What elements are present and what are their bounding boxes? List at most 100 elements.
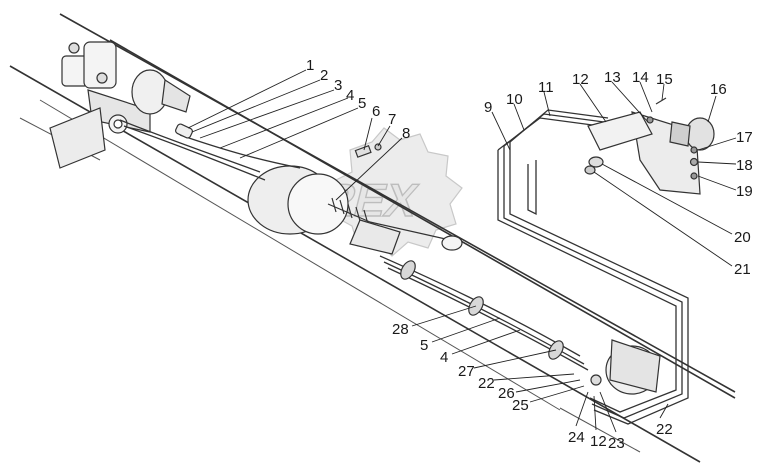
leader-20 — [601, 163, 733, 235]
screw-13 — [646, 116, 654, 124]
front-brake-chamber — [131, 69, 191, 115]
callout-labels: 1 2 3 4 5 6 7 8 9 10 11 12 13 14 15 16 1… — [306, 57, 753, 452]
pipe-return — [527, 160, 537, 216]
nut-18 — [689, 157, 699, 167]
callout-18: 18 — [736, 157, 753, 174]
callout-17: 17 — [736, 129, 753, 146]
valve-port — [96, 72, 108, 84]
leader-23 — [599, 391, 617, 433]
callout-9: 9 — [484, 99, 492, 116]
leader-6 — [363, 117, 373, 151]
fitting-20 — [588, 156, 604, 168]
bolt-6 — [354, 145, 372, 158]
bolt-nut — [354, 143, 382, 158]
callout-26: 26 — [498, 385, 515, 402]
callout-11: 11 — [538, 79, 554, 96]
clamp-28 — [400, 260, 416, 280]
frame-rail-upper-outer — [59, 13, 736, 393]
leader-9 — [491, 111, 511, 151]
callout-28: 28 — [392, 321, 409, 338]
leader-3 — [199, 89, 335, 139]
leader-26 — [515, 379, 581, 393]
leader-22 — [493, 373, 575, 381]
callout-5b: 5 — [420, 337, 428, 354]
leader-13 — [611, 81, 649, 123]
callout-4: 4 — [346, 87, 354, 104]
callout-19: 19 — [736, 183, 753, 200]
callout-13: 13 — [604, 69, 621, 86]
leader-12 — [579, 83, 607, 123]
callout-23: 23 — [608, 435, 625, 452]
axle-tube — [49, 107, 106, 169]
washer-17 — [690, 146, 698, 154]
hose-front-b — [123, 125, 266, 181]
pipe-10 — [509, 142, 689, 425]
leader-24 — [575, 391, 589, 427]
push-rod — [369, 221, 451, 241]
leader-14 — [639, 81, 653, 113]
leader-18 — [697, 161, 737, 165]
leader-5 — [239, 107, 359, 159]
callout-16: 16 — [710, 81, 727, 98]
callout-25: 25 — [512, 397, 529, 414]
callout-3: 3 — [334, 77, 342, 94]
leader-12b — [593, 395, 597, 431]
valve-body-right — [83, 41, 117, 89]
callout-12: 12 — [572, 71, 589, 88]
bracket-hole — [113, 119, 123, 129]
leader-27 — [473, 349, 557, 369]
frame-rail-lower-inner — [39, 99, 561, 411]
hose-rear-a — [379, 255, 581, 357]
bellows-ribs — [331, 197, 369, 225]
leader-22b — [659, 403, 669, 419]
leader-16 — [707, 95, 717, 123]
pipe-9-top — [497, 117, 601, 151]
frame-rail-lower-outer — [9, 65, 701, 463]
chamber-bracket — [349, 219, 401, 255]
leader-2 — [191, 79, 321, 133]
callout-1: 1 — [306, 57, 314, 74]
control-knob — [685, 117, 715, 151]
callout-22b: 22 — [656, 421, 673, 438]
callout-24: 24 — [568, 429, 585, 446]
callout-27: 27 — [458, 363, 475, 380]
fitting-23 — [590, 374, 602, 386]
screw-15 — [655, 97, 667, 105]
pipe-10-top — [503, 113, 605, 147]
callout-12b: 12 — [590, 433, 607, 450]
valve-housing — [587, 111, 653, 151]
hose-front-a — [119, 119, 261, 173]
leader-7 — [377, 125, 391, 147]
callout-21: 21 — [734, 261, 751, 278]
callout-8: 8 — [402, 125, 410, 142]
clevis — [441, 235, 463, 251]
leader-11 — [543, 91, 551, 117]
valve-fitting — [68, 42, 80, 54]
fitting-21 — [584, 165, 596, 175]
pipe-9-a — [497, 150, 677, 413]
brake-hoses — [119, 119, 589, 371]
leader-15 — [661, 83, 665, 101]
rear-rail-edge — [559, 407, 641, 453]
leader-4 — [219, 97, 349, 149]
callout-20: 20 — [734, 229, 751, 246]
routed-pipes — [497, 109, 689, 425]
clip-1 — [175, 123, 193, 139]
leader-lines — [187, 69, 737, 433]
bolt-19 — [690, 172, 698, 180]
callout-15: 15 — [656, 71, 673, 88]
hose-front-c — [179, 134, 301, 169]
front-chamber-body — [131, 69, 169, 115]
callout-4b: 4 — [440, 349, 448, 366]
brake-chamber-main — [247, 165, 463, 255]
callout-2: 2 — [320, 67, 328, 84]
brake-valve-assembly — [49, 41, 151, 169]
callout-6: 6 — [372, 103, 380, 120]
callout-10: 10 — [506, 91, 523, 108]
leader-1 — [187, 69, 307, 129]
leader-5b — [431, 317, 501, 343]
leader-10 — [513, 103, 525, 131]
callout-5: 5 — [358, 95, 366, 112]
